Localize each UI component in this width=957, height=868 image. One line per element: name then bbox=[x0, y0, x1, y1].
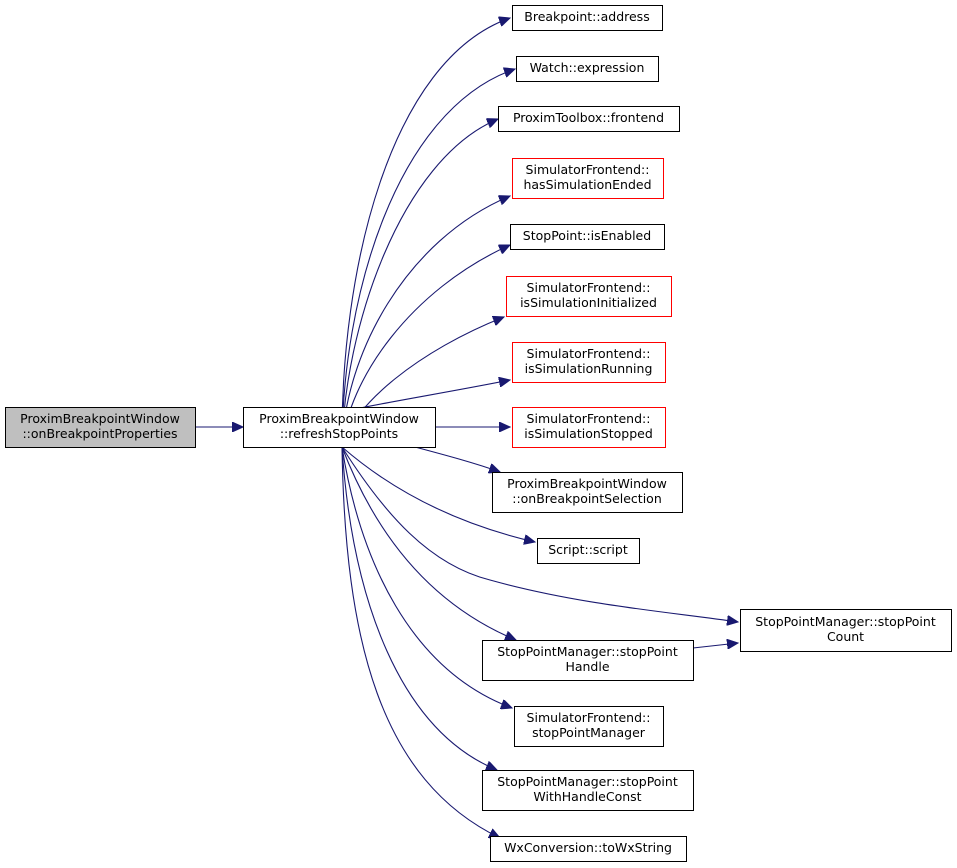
node-box bbox=[512, 407, 666, 448]
node-label-line: ProximBreakpointWindow bbox=[507, 476, 667, 491]
node-label-line: hasSimulationEnded bbox=[523, 177, 651, 192]
edge-refresh-to-onBpSel bbox=[414, 446, 500, 472]
node-label-line: Watch::expression bbox=[530, 60, 645, 75]
node-label-line: Breakpoint::address bbox=[524, 9, 649, 24]
node-label-line: StopPointManager::stopPoint bbox=[497, 774, 678, 789]
node-label-line: ::refreshStopPoints bbox=[280, 426, 398, 441]
node-box bbox=[490, 836, 687, 862]
node-spWithHandle[interactable]: StopPointManager::stopPointWithHandleCon… bbox=[482, 770, 694, 811]
edge-refresh-to-frontend bbox=[341, 119, 498, 448]
node-label-line: SimulatorFrontend:: bbox=[527, 710, 651, 725]
node-label-line: StopPointManager::stopPoint bbox=[755, 614, 936, 629]
node-expression[interactable]: Watch::expression bbox=[516, 56, 659, 82]
node-box bbox=[512, 158, 664, 199]
node-frontend[interactable]: ProximToolbox::frontend bbox=[498, 106, 680, 132]
node-label-line: isSimulationInitialized bbox=[520, 295, 657, 310]
edge-spHandle-to-spCount bbox=[692, 643, 738, 648]
node-box bbox=[510, 224, 665, 250]
node-box bbox=[740, 609, 952, 652]
edge-refresh-to-script bbox=[341, 446, 535, 542]
edge-refresh-to-spWithHandle bbox=[341, 446, 497, 770]
node-label-line: SimulatorFrontend:: bbox=[527, 280, 651, 295]
node-label-line: SimulatorFrontend:: bbox=[526, 162, 650, 177]
node-address[interactable]: Breakpoint::address bbox=[512, 5, 663, 31]
node-toWx[interactable]: WxConversion::toWxString bbox=[490, 836, 687, 862]
edge-refresh-to-isSimRun bbox=[359, 380, 510, 409]
node-box bbox=[482, 640, 694, 681]
node-label-line: SimulatorFrontend:: bbox=[527, 411, 651, 426]
node-box bbox=[516, 56, 659, 82]
node-label-line: Handle bbox=[565, 659, 609, 674]
node-onBpSel[interactable]: ProximBreakpointWindow::onBreakpointSele… bbox=[492, 472, 683, 513]
node-box bbox=[506, 276, 672, 317]
node-box bbox=[243, 407, 436, 448]
node-label-line: isSimulationRunning bbox=[525, 361, 653, 376]
node-label-line: Script::script bbox=[548, 542, 628, 557]
node-label-line: WithHandleConst bbox=[533, 789, 641, 804]
nodes-layer: ProximBreakpointWindow::onBreakpointProp… bbox=[5, 5, 952, 862]
node-script[interactable]: Script::script bbox=[537, 538, 640, 564]
node-box bbox=[514, 706, 664, 747]
node-label-line: stopPointManager bbox=[532, 725, 646, 740]
node-label-line: ::onBreakpointSelection bbox=[512, 491, 662, 506]
node-label-line: ProximToolbox::frontend bbox=[513, 110, 664, 125]
node-label-line: StopPoint::isEnabled bbox=[523, 228, 651, 243]
node-root[interactable]: ProximBreakpointWindow::onBreakpointProp… bbox=[5, 407, 196, 448]
node-label-line: WxConversion::toWxString bbox=[504, 840, 672, 855]
edge-refresh-to-expression bbox=[341, 69, 515, 448]
edge-refresh-to-address bbox=[341, 18, 510, 448]
node-spManager[interactable]: SimulatorFrontend::stopPointManager bbox=[514, 706, 664, 747]
node-box bbox=[498, 106, 680, 132]
node-box bbox=[492, 472, 683, 513]
node-isEnabled[interactable]: StopPoint::isEnabled bbox=[510, 224, 665, 250]
node-box bbox=[512, 5, 663, 31]
node-refresh[interactable]: ProximBreakpointWindow::refreshStopPoint… bbox=[243, 407, 436, 448]
edge-refresh-to-spHandle bbox=[341, 446, 516, 640]
node-box bbox=[482, 770, 694, 811]
node-box bbox=[5, 407, 196, 448]
node-label-line: ProximBreakpointWindow bbox=[20, 411, 180, 426]
node-isSimStop[interactable]: SimulatorFrontend::isSimulationStopped bbox=[512, 407, 666, 448]
node-label-line: ProximBreakpointWindow bbox=[259, 411, 419, 426]
node-label-line: isSimulationStopped bbox=[524, 426, 653, 441]
node-label-line: StopPointManager::stopPoint bbox=[497, 644, 678, 659]
node-isSimRun[interactable]: SimulatorFrontend::isSimulationRunning bbox=[512, 342, 666, 383]
node-box bbox=[512, 342, 666, 383]
edge-refresh-to-spManager bbox=[341, 446, 512, 708]
edge-refresh-to-spCount bbox=[341, 446, 738, 622]
node-label-line: SimulatorFrontend:: bbox=[527, 346, 651, 361]
node-box bbox=[537, 538, 640, 564]
node-label-line: Count bbox=[827, 629, 864, 644]
node-hasSimEnded[interactable]: SimulatorFrontend::hasSimulationEnded bbox=[512, 158, 664, 199]
node-isSimInit[interactable]: SimulatorFrontend::isSimulationInitializ… bbox=[506, 276, 672, 317]
edge-refresh-to-toWx bbox=[341, 446, 500, 838]
node-label-line: ::onBreakpointProperties bbox=[22, 426, 177, 441]
